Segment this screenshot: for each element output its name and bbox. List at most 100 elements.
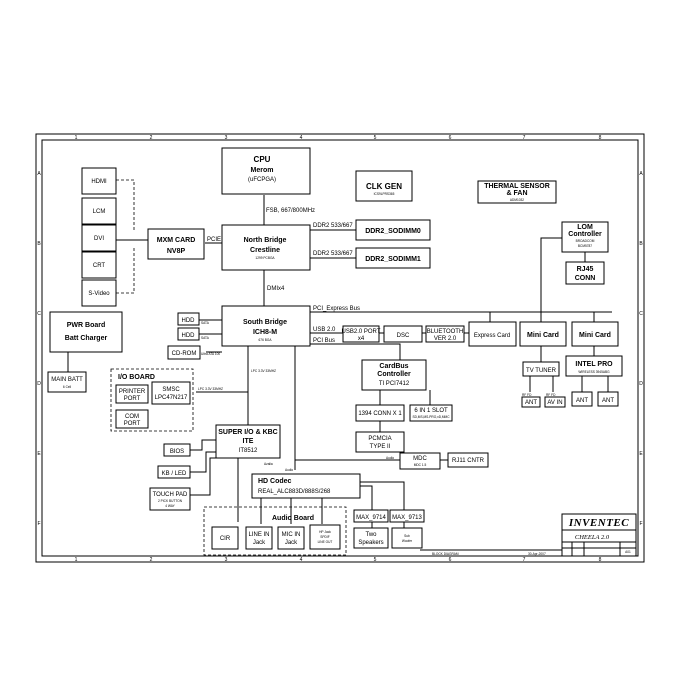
doc-title: BLOCK DIAGRAM <box>432 552 459 556</box>
mic-in-jack-box: MIC IN Jack <box>277 526 305 550</box>
pcie-label: PCIE <box>207 237 221 243</box>
grid-row-label: C <box>37 311 41 317</box>
intel-pro-box: INTEL PRO WIRELESS 3945ABG <box>565 355 623 377</box>
grid-col-label: 2 <box>150 557 153 563</box>
pwr-board-box: PWR Board Batt Charger <box>49 311 123 353</box>
printer-line1: PRINTER <box>119 389 146 395</box>
ddr-sodimm0-box: DDR2_SODIMM0 <box>355 219 431 241</box>
max-label: MAX_9713 <box>392 515 422 521</box>
pcmcia-line1: PCMCIA <box>368 436 391 442</box>
mdc-line2: MDC 1.5 <box>414 463 427 467</box>
nb-line2: Crestline <box>250 247 280 254</box>
audio-label: Audio <box>285 468 293 472</box>
line-in-line1: LINE IN <box>248 532 269 538</box>
intel-pro-line1: INTEL PRO <box>575 361 613 368</box>
inner-frame <box>41 139 639 557</box>
slot-6in1-line1: 6 IN 1 SLOT <box>414 408 448 414</box>
lom-box: LOM Controller BROADCOM BCM5787 <box>561 221 609 253</box>
grid-col-label: 3 <box>225 557 228 563</box>
grid-col-label: 2 <box>150 135 153 141</box>
display-svideo-box: S-Video <box>81 279 117 307</box>
grid-row-label: F <box>639 521 642 527</box>
bios-box: BIOS <box>163 443 191 457</box>
slot-6in1-box: 6 IN 1 SLOT SD,MS,MS-PRO,xD,MMC <box>409 404 453 422</box>
clk-gen-title: CLK GEN <box>366 182 402 191</box>
usb-port-line2: x4 <box>358 336 365 342</box>
azalia-label: Azalia <box>264 462 273 466</box>
display-hdmi-box: HDMI <box>81 167 117 195</box>
touch-pad-line1: TOUCH PAD <box>153 492 188 498</box>
sb-sub: 676 BGA <box>259 338 273 342</box>
lpc-label: LPC 3.3V 33MHZ <box>198 387 223 391</box>
audio-board-title: Audio Board <box>272 515 314 522</box>
cardbus-line3: TI PCI7412 <box>379 381 410 387</box>
grid-row-label: E <box>37 451 41 457</box>
rj11-box: RJ11 CNTR <box>447 452 489 468</box>
grid-col-label: 8 <box>599 557 602 563</box>
ddr-label-0: DDR2 533/667 <box>313 223 353 229</box>
hdd-box-1: HDD <box>177 327 200 341</box>
thermal-line2: & FAN <box>507 190 528 197</box>
thermal-sub: ADM1032 <box>510 198 524 202</box>
usb-port-line1: USB2.0 PORT <box>342 329 381 335</box>
grid-row-label: D <box>37 381 41 387</box>
grid-col-label: 5 <box>374 135 377 141</box>
printer-port-box: PRINTER PORT <box>115 384 149 404</box>
grid-rows-right: A B C D E F <box>639 171 643 527</box>
grid-row-label: A <box>37 171 41 177</box>
mini-card-label: Mini Card <box>527 332 559 339</box>
two-speakers-line1: Two <box>365 532 377 538</box>
lom-line2: Controller <box>568 231 602 238</box>
lom-line3: BROADCOM <box>576 239 595 243</box>
max-9714-box: MAX_9714 <box>353 509 389 523</box>
bt-line2: VER 2.0 <box>434 336 457 342</box>
conn-1394-box: 1394 CONN X 1 <box>355 404 405 422</box>
intel-pro-line2: WIRELESS 3945ABG <box>578 370 610 374</box>
sb-line1: South Bridge <box>243 319 287 326</box>
pcmcia-line2: TYPE II <box>370 444 391 450</box>
touch-pad-line2: 2 PICK BUTTON <box>158 499 183 503</box>
ant-box-3: ANT <box>597 391 619 407</box>
hd-codec-line1: HD Codec <box>258 478 292 485</box>
company-name: INVENTEC <box>568 517 629 529</box>
ddr-label-1: DDR2 533/667 <box>313 251 353 257</box>
sub-woofer-line2: Woofer <box>402 539 413 543</box>
mic-in-line1: MIC IN <box>282 532 301 538</box>
lom-line4: BCM5787 <box>578 244 592 248</box>
max-label: MAX_9714 <box>356 515 386 521</box>
grid-row-label: B <box>639 241 643 247</box>
rj45-line1: RJ45 <box>577 266 594 273</box>
super-io-box: SUPER I/O & KBC ITE IT8512 <box>215 424 281 459</box>
express-card-box: Express Card <box>468 321 517 347</box>
com-line2: PORT <box>124 421 141 427</box>
display-label: HDMI <box>91 179 107 185</box>
mini-card-label: Mini Card <box>579 332 611 339</box>
clk-gen-box: CLK GEN ICS9LPRS365 <box>355 170 413 202</box>
grid-col-label: 3 <box>225 135 228 141</box>
doc-date: 30-Apr-2007 <box>528 552 546 556</box>
cir-label: CIR <box>220 536 231 542</box>
rj11-label: RJ11 CNTR <box>452 458 485 464</box>
grid-col-label: 6 <box>449 135 452 141</box>
grid-rows-left: A B C D E F <box>37 171 41 527</box>
super-io-line2: ITE <box>243 438 254 445</box>
north-bridge-box: North Bridge Crestline 1299 PCBGA <box>221 224 311 271</box>
mxm-line1: MXM CARD <box>157 237 196 244</box>
ant-label: ANT <box>602 398 614 404</box>
sub-woofer-line1: Sub <box>404 534 410 538</box>
ddr-sodimm1-box: DDR2_SODIMM1 <box>355 247 431 269</box>
project-name: CHEELA 2.0 <box>575 534 610 541</box>
ddr-box-label: DDR2_SODIMM0 <box>365 228 421 235</box>
grid-col-label: 1 <box>75 557 78 563</box>
hp-jack-box: HP Jack SPDIF LINE OUT <box>309 524 341 550</box>
tv-tuner-box: TV TUNER <box>522 361 560 377</box>
cardbus-line2: Controller <box>377 371 411 378</box>
super-io-line3: IT8512 <box>239 448 258 454</box>
cpu-title: CPU <box>254 155 271 164</box>
hdd-label: HDD <box>182 333 196 339</box>
line-in-jack-box: LINE IN Jack <box>245 526 273 550</box>
sub-woofer-box: Sub Woofer <box>391 527 423 549</box>
grid-row-label: D <box>639 381 643 387</box>
pwr-line2: Batt Charger <box>65 335 108 342</box>
display-dvi-box: DVI <box>81 224 117 252</box>
